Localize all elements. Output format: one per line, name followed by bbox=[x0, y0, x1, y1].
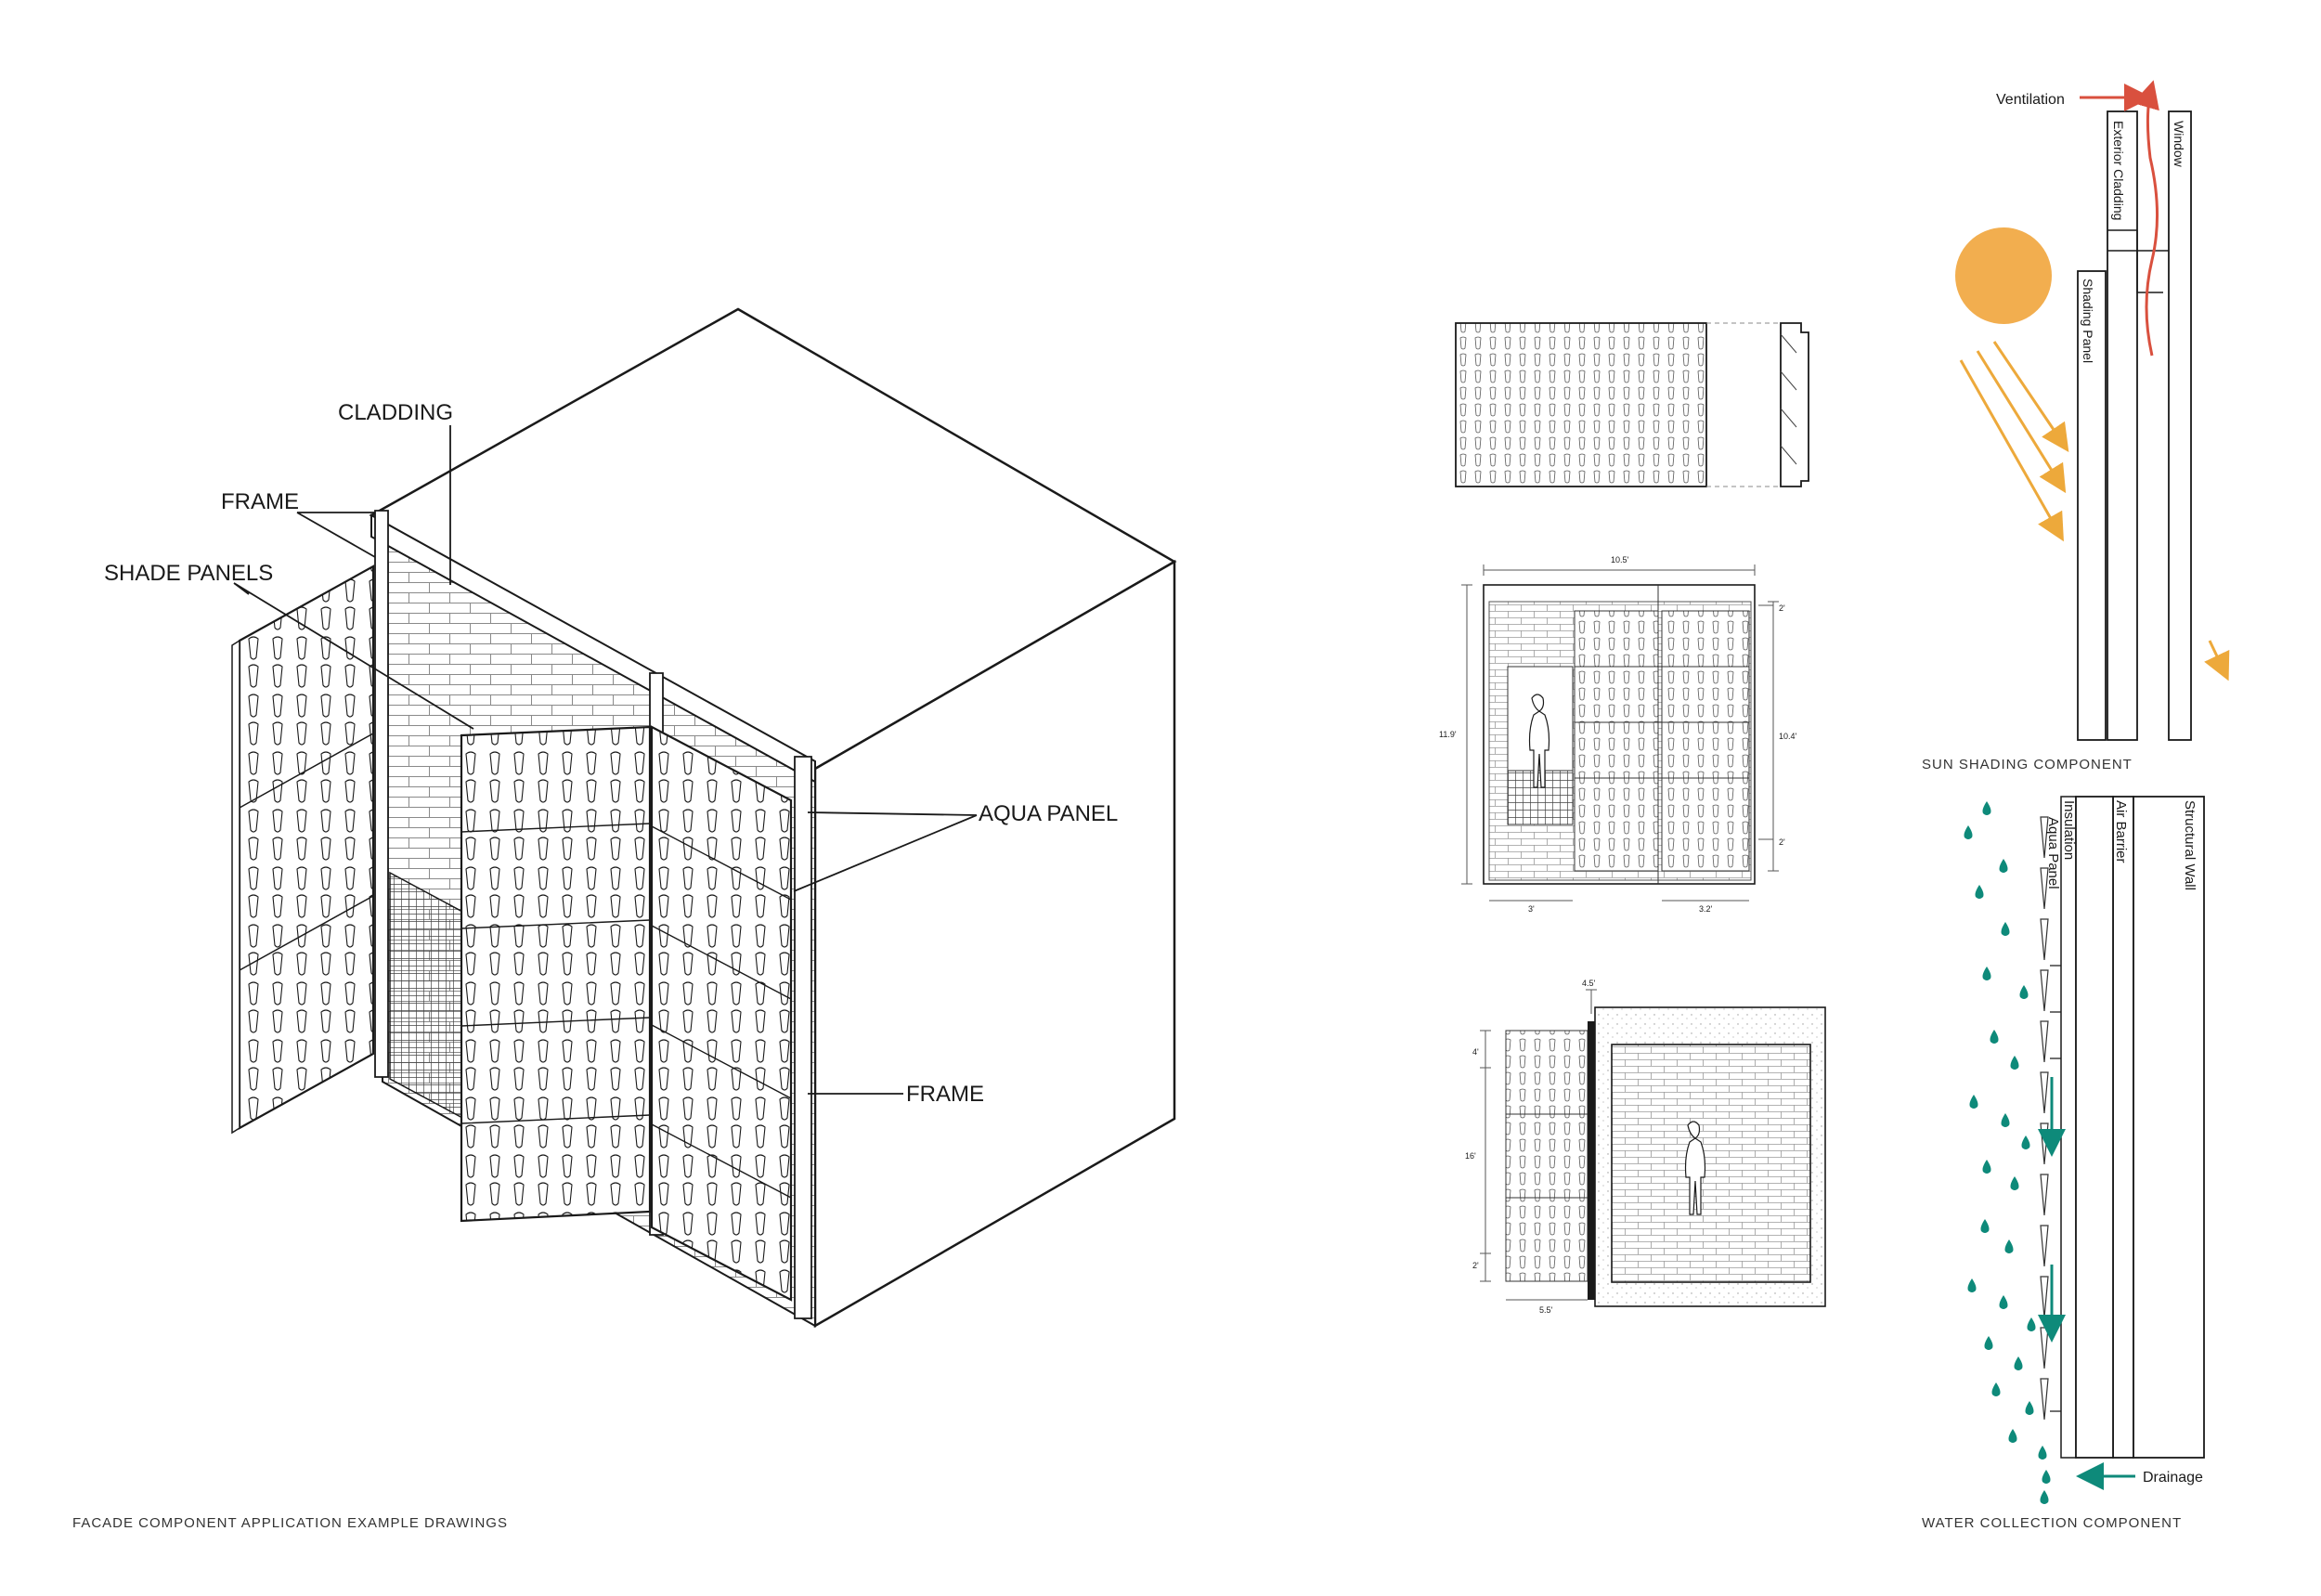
leader-aqua-panel bbox=[793, 811, 978, 892]
dim-section-left-upper: 4' bbox=[1472, 1047, 1479, 1057]
aqua-panel bbox=[650, 725, 793, 1302]
label-air-barrier: Air Barrier bbox=[2113, 800, 2129, 863]
exterior-cladding-layer bbox=[2107, 110, 2138, 741]
panel-side-profile bbox=[1780, 322, 1809, 487]
panel-front-view bbox=[1455, 322, 1809, 487]
sun-ray-1 bbox=[1992, 341, 2069, 452]
label-shade-panels: SHADE PANELS bbox=[104, 561, 273, 586]
water-collection-diagram: Aqua Panel Insulation Air Barrier Struct… bbox=[1922, 796, 2205, 1531]
sun-shading-diagram: Ventilation Exterior Cladding Window Sha… bbox=[1922, 80, 2230, 772]
label-aqua-panel: AQUA PANEL bbox=[979, 801, 1118, 826]
sun-icon bbox=[1955, 227, 2052, 324]
shade-panel-front bbox=[460, 725, 652, 1223]
dim-height-left: 11.9' bbox=[1439, 730, 1457, 739]
sun-ray-3 bbox=[1959, 359, 2064, 542]
label-shading-panel: Shading Panel bbox=[2081, 279, 2095, 363]
section-drawing: 4.5' 4' 16' 2' 5.5' bbox=[1465, 979, 1826, 1315]
elevation-drawing: 10.5' 11.9' 10.4' 2' 2' 3' 3.2' bbox=[1439, 555, 1797, 914]
shading-panel-layer bbox=[2077, 270, 2107, 741]
sun-ray-reflect bbox=[2204, 640, 2230, 681]
caption-facade: FACADE COMPONENT APPLICATION EXAMPLE DRA… bbox=[72, 1515, 508, 1531]
shade-panel-left bbox=[238, 564, 375, 1130]
label-exterior-cladding: Exterior Cladding bbox=[2111, 121, 2126, 220]
label-structural-wall: Structural Wall bbox=[2182, 800, 2198, 890]
dim-top-right: 2' bbox=[1779, 603, 1785, 613]
caption-water-collection: WATER COLLECTION COMPONENT bbox=[1922, 1515, 2182, 1531]
label-window: Window bbox=[2172, 121, 2186, 168]
sun-ray-2 bbox=[1976, 350, 2067, 494]
isometric-drawing: CLADDING FRAME SHADE PANELS AQUA PANEL F… bbox=[72, 307, 1177, 1531]
dim-bottom-left: 3' bbox=[1528, 904, 1535, 914]
window-grid bbox=[389, 871, 465, 1121]
dim-section-left-lower: 2' bbox=[1472, 1261, 1479, 1270]
leader-shade-panels bbox=[233, 582, 474, 730]
label-frame-right: FRAME bbox=[906, 1082, 984, 1107]
frame-post-right bbox=[794, 756, 812, 1319]
label-drainage: Drainage bbox=[2143, 1470, 2203, 1486]
label-ventilation: Ventilation bbox=[1996, 92, 2065, 108]
human-figure-section bbox=[1684, 1121, 1706, 1215]
dim-section-left-mid: 16' bbox=[1465, 1151, 1476, 1161]
window-layer bbox=[2168, 110, 2192, 741]
air-barrier-layer bbox=[2112, 796, 2134, 1459]
aqua-panel-fins bbox=[2040, 816, 2049, 1421]
dim-bottom-right: 3.2' bbox=[1699, 904, 1713, 914]
human-figure-elevation bbox=[1528, 694, 1550, 788]
dim-mid-right: 2' bbox=[1779, 837, 1785, 847]
raindrops bbox=[1964, 801, 2051, 1504]
label-aqua-panel-section: Aqua Panel bbox=[2045, 817, 2061, 889]
insulation-layer bbox=[2060, 796, 2077, 1459]
airflow-curve bbox=[2132, 80, 2159, 357]
structural-wall-layer bbox=[2133, 796, 2205, 1459]
label-cladding: CLADDING bbox=[338, 400, 453, 425]
frame-top-beam bbox=[370, 513, 816, 784]
label-frame-top: FRAME bbox=[221, 489, 299, 514]
dim-section-bottom: 5.5' bbox=[1539, 1305, 1553, 1315]
caption-sun-shading: SUN SHADING COMPONENT bbox=[1922, 757, 2133, 772]
dim-height-right: 10.4' bbox=[1779, 732, 1797, 741]
frame-post-left bbox=[374, 510, 389, 1078]
dim-width-top: 10.5' bbox=[1611, 555, 1629, 564]
dim-section-top: 4.5' bbox=[1582, 979, 1596, 988]
label-insulation: Insulation bbox=[2061, 800, 2077, 860]
leader-frame-top bbox=[296, 512, 376, 558]
